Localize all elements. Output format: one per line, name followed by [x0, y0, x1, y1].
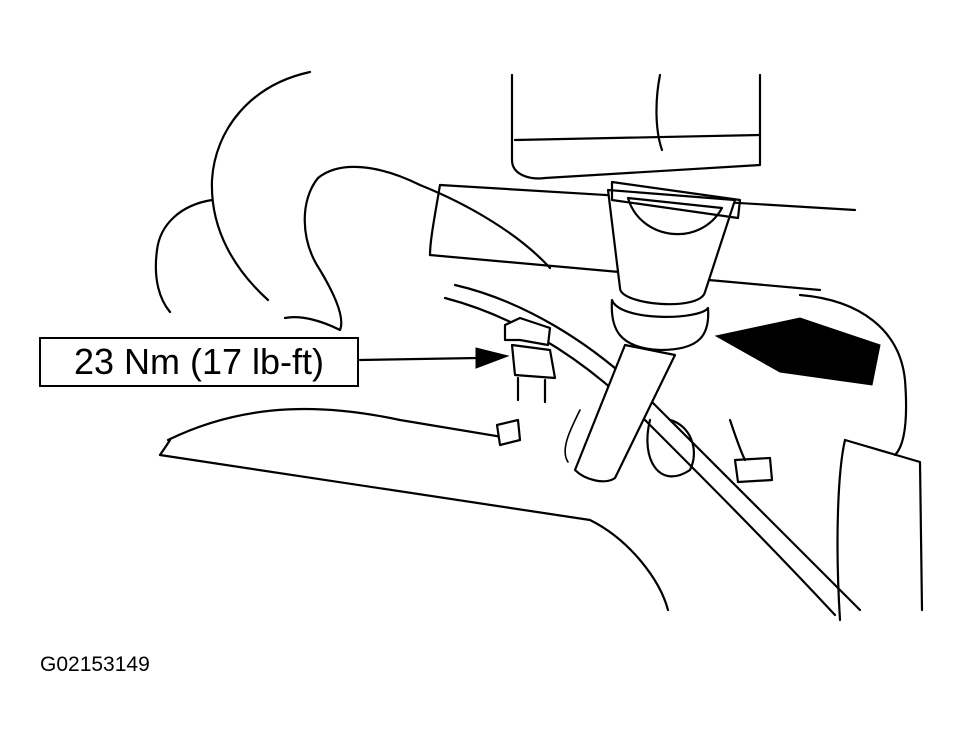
main-member-left-edge — [428, 183, 442, 257]
right-stud-nut — [733, 456, 774, 484]
figure-id-label: G02153149 — [40, 653, 150, 676]
upper-bracket-right — [655, 73, 664, 152]
shroud-lip — [283, 316, 342, 332]
connector-boot-clip — [610, 180, 742, 220]
stud-shaft — [516, 376, 547, 404]
right-frame-curve — [798, 293, 908, 457]
harness-wrap — [564, 409, 581, 463]
left-housing-inner — [154, 198, 214, 314]
stud-nut-hex — [510, 343, 557, 380]
center-rod — [646, 418, 695, 478]
connector-boot-cap — [626, 196, 724, 236]
torque-leader-line — [358, 356, 480, 362]
right-frame-lower — [836, 438, 847, 622]
shroud-inner-curve — [303, 176, 343, 332]
left-housing-outline — [210, 70, 312, 302]
connector-indicator-arrow — [714, 317, 881, 386]
stud-lower-nut — [495, 418, 522, 447]
right-frame-end — [843, 438, 924, 612]
connector-collar — [610, 298, 710, 352]
torque-spec-label: 23 Nm (17 lb-ft) — [73, 341, 325, 382]
torque-leader-arrowhead — [475, 347, 510, 369]
torque-callout-box: 23 Nm (17 lb-ft) — [39, 337, 359, 387]
lower-housing-top — [166, 407, 522, 442]
right-stud-base — [728, 418, 747, 462]
upper-bracket-edge — [513, 133, 762, 142]
stud-nut-top — [503, 316, 552, 347]
harness-tube — [573, 343, 677, 483]
upper-bracket-outline — [510, 73, 762, 180]
lower-housing-inner — [158, 438, 172, 457]
lower-housing-bottom — [158, 453, 670, 612]
shroud-outer-curve — [316, 165, 552, 270]
